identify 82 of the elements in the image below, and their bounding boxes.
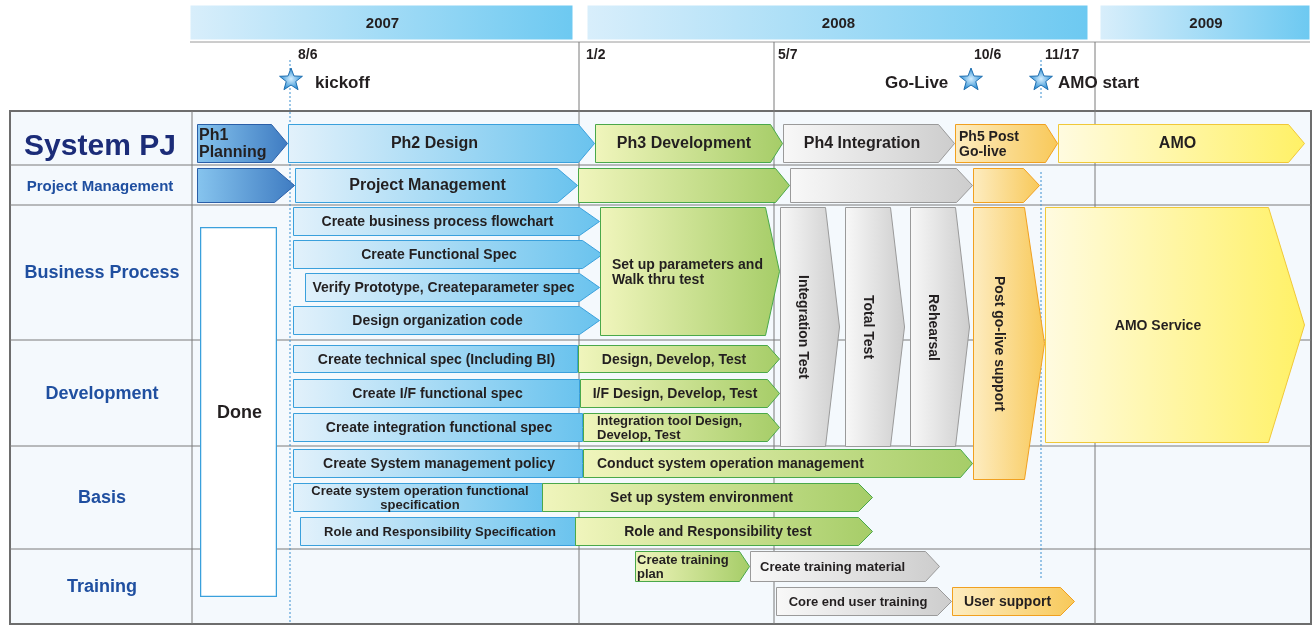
task-label: Set up parameters and Walk thru test xyxy=(612,256,764,287)
task-bar xyxy=(293,240,603,269)
year-label: 2008 xyxy=(821,14,856,31)
row-header: Business Process xyxy=(24,261,180,284)
task-bar xyxy=(293,345,578,373)
task-label: Ph1 Planning xyxy=(199,126,268,161)
phase-bar xyxy=(595,124,783,163)
task-label: Design, Develop, Test xyxy=(601,351,747,367)
done-box xyxy=(200,227,277,597)
task-label: Create training plan xyxy=(637,552,730,581)
task-bar xyxy=(776,587,952,616)
task-label: I/F Design, Develop, Test xyxy=(592,386,758,401)
year-band xyxy=(587,5,1088,40)
task-label: Integration Test xyxy=(796,275,812,379)
task-label: Total Test xyxy=(861,294,877,359)
task-label: User support xyxy=(963,594,1052,609)
task-label: AMO xyxy=(1158,135,1197,152)
task-bar xyxy=(578,345,780,373)
row-header: Project Management xyxy=(26,177,174,194)
date-label: 5/7 xyxy=(778,45,798,64)
task-label: Rehearsal xyxy=(926,293,942,361)
task-label: Design organization code xyxy=(352,313,523,328)
row-header: Basis xyxy=(77,486,126,509)
task-label: Post go-live support xyxy=(992,275,1008,412)
milestone-label: kickoff xyxy=(315,72,370,94)
task-bar xyxy=(300,517,578,546)
year-band xyxy=(190,5,573,40)
task-label: Create Functional Spec xyxy=(361,247,517,262)
task-label: Create technical spec (Including BI) xyxy=(317,351,556,367)
task-label: Conduct system operation management xyxy=(597,456,864,471)
task-label: Integration tool Design, Develop, Test xyxy=(597,413,744,442)
task-label: Ph3 Development xyxy=(616,135,752,152)
milestone-label: AMO start xyxy=(1058,72,1140,94)
task-label: Create I/F functional spec xyxy=(352,386,523,401)
task-bar xyxy=(293,413,583,442)
milestone-label: Go-Live xyxy=(885,72,949,94)
task-label: Create system operation functional specification xyxy=(310,483,530,512)
task-bar xyxy=(750,551,940,582)
task-label: Core end user training xyxy=(788,594,928,609)
task-label: Create business process flowchart xyxy=(321,214,554,229)
task-bar xyxy=(583,413,780,442)
task-label: Create training material xyxy=(760,559,906,574)
phase-bar xyxy=(197,124,288,163)
phase-bar xyxy=(955,124,1058,163)
date-label: 1/2 xyxy=(586,45,606,64)
task-bar xyxy=(542,483,873,512)
task-label: Set up system environment xyxy=(610,490,793,505)
row-header: Development xyxy=(45,381,159,405)
task-label: Verify Prototype, Createparameter spec xyxy=(312,280,575,295)
year-band xyxy=(1100,5,1310,40)
task-bar xyxy=(952,587,1075,616)
task-bar xyxy=(197,168,295,203)
task-label: Ph4 Integration xyxy=(803,135,921,152)
task-label: Role and Responsibility Specification xyxy=(324,524,556,539)
task-bar xyxy=(293,449,583,478)
task-label: Create System management policy xyxy=(323,456,555,471)
row-header: System PJ xyxy=(24,126,176,163)
task-bar xyxy=(600,207,780,336)
task-label: Create integration functional spec xyxy=(325,420,553,435)
task-label: Done xyxy=(217,402,262,422)
year-label: 2009 xyxy=(1189,14,1223,31)
task-label: Ph5 Post Go-live xyxy=(959,128,1020,159)
row-header: Training xyxy=(67,575,137,598)
task-bar xyxy=(635,551,750,582)
task-label: Ph2 Design xyxy=(390,135,479,152)
task-label: AMO Service xyxy=(1114,317,1202,333)
phase-bar xyxy=(783,124,955,163)
task-bar xyxy=(305,273,600,302)
task-label: Project Management xyxy=(349,177,506,194)
task-bar xyxy=(293,306,600,335)
date-label: 8/6 xyxy=(298,45,318,64)
date-label: 11/17 xyxy=(1045,45,1080,64)
task-bar xyxy=(580,379,780,408)
date-label: 10/6 xyxy=(974,45,1002,64)
task-bar xyxy=(578,168,790,203)
year-label: 2007 xyxy=(365,14,400,31)
task-bar xyxy=(293,379,580,408)
task-bar xyxy=(973,168,1040,203)
task-label: Role and Responsibility test xyxy=(624,524,812,539)
task-bar xyxy=(575,517,873,546)
task-bar xyxy=(293,207,600,236)
task-bar xyxy=(583,449,973,478)
